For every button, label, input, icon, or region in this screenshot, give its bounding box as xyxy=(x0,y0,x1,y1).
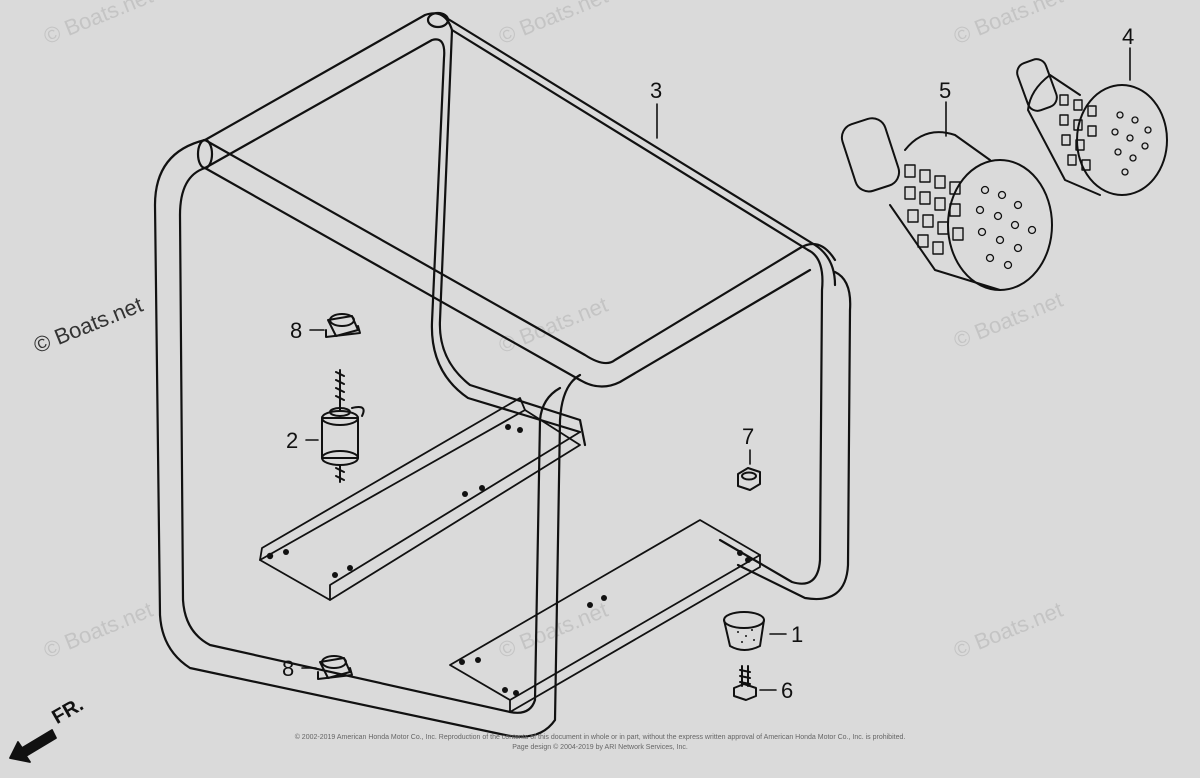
nut-part-8-upper xyxy=(325,313,361,338)
rubber-foot-texture xyxy=(737,629,755,643)
base-plate-holes xyxy=(266,424,751,696)
strainer-part-5 xyxy=(840,117,1053,291)
callout-2: 2 xyxy=(286,428,299,453)
base-plate-front xyxy=(449,519,761,713)
copyright-line-2: Page design © 2004-2019 by ARI Network S… xyxy=(512,744,688,751)
copyright-line-1: © 2002-2019 American Honda Motor Co., In… xyxy=(294,734,906,741)
callout-8-lower: 8 xyxy=(282,656,295,681)
bolt-part-6 xyxy=(733,665,757,701)
frame-part-3 xyxy=(153,11,852,738)
callout-3: 3 xyxy=(650,78,663,103)
callout-1: 1 xyxy=(791,622,804,647)
strainer-part-4 xyxy=(1016,58,1168,196)
callout-5: 5 xyxy=(939,78,952,103)
front-direction-arrow xyxy=(9,729,57,763)
callout-7: 7 xyxy=(742,424,755,449)
callout-8-upper: 8 xyxy=(290,318,303,343)
mount-rubber-part-2 xyxy=(321,369,365,483)
callout-4: 4 xyxy=(1122,24,1135,49)
callout-6: 6 xyxy=(781,678,794,703)
rubber-foot-part-1 xyxy=(723,611,765,651)
nut-part-8-lower xyxy=(317,655,353,680)
base-plate-rear xyxy=(259,397,581,601)
nut-part-7 xyxy=(737,467,761,491)
